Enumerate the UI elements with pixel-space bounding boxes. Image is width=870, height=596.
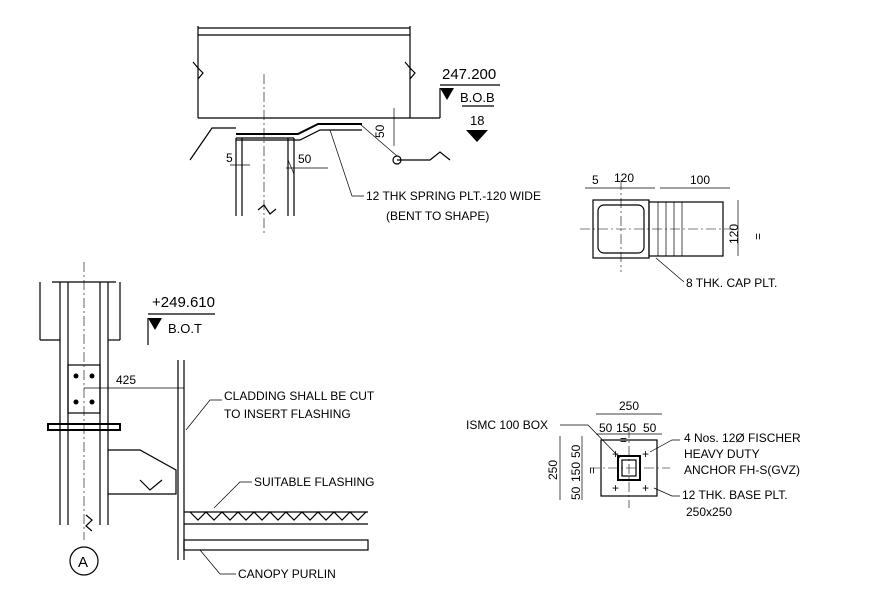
cap-dim-100: 100 (690, 173, 710, 187)
dim-50-right-text: 50 (373, 124, 387, 138)
anchor-4: + (642, 481, 649, 495)
grid-label: A (78, 554, 88, 571)
base-dim-50-b: 50 (643, 421, 657, 435)
level-label-bot: B.O.T (168, 321, 202, 336)
bolt-4 (89, 399, 95, 405)
box-note: ISMC 100 BOX (466, 418, 548, 432)
bolt-1 (73, 373, 79, 379)
cap-dim-120-side: 120 (727, 224, 741, 244)
cap-plate-note: 8 THK. CAP PLT. (686, 276, 777, 290)
plate-note-line2: 250x250 (686, 505, 732, 519)
anchor-2: + (642, 447, 649, 461)
level-triangle-bob (440, 88, 454, 100)
section-mark-number: 18 (470, 113, 484, 128)
level-value-bob: 247.200 (442, 66, 496, 83)
spring-plate-leader (329, 129, 364, 197)
anchor-leader (649, 439, 680, 453)
base-dim-50-c: 50 (569, 444, 583, 458)
canopy-purlin (183, 539, 369, 551)
plate-note-line1: 12 THK. BASE PLT. (682, 488, 788, 502)
canopy-sheet-profile (189, 511, 367, 521)
anchor-1: + (612, 447, 619, 461)
splice-plate (67, 364, 101, 414)
bolt-2 (89, 373, 95, 379)
cladding-leader (185, 399, 222, 431)
weld-arrow (359, 123, 398, 157)
bolt-3 (73, 399, 79, 405)
cladding-note-line1: CLADDING SHALL BE CUT (224, 389, 375, 403)
canopy-base-plate (47, 423, 121, 431)
level-triangle-bot (148, 318, 162, 330)
break-mark-right (404, 61, 416, 80)
flashing-leader (213, 481, 252, 509)
cladding-note-line2: TO INSERT FLASHING (224, 407, 351, 421)
base-dim-250-top: 250 (619, 399, 639, 413)
flashing-note: SUITABLE FLASHING (254, 475, 374, 489)
base-plate-detail: + + + + 250 50 150 50 = 250 50 150 50 = … (466, 399, 801, 519)
spring-plate (236, 123, 362, 135)
anchor-3: + (612, 481, 619, 495)
break-mark-left (192, 61, 204, 80)
purlin-leader (199, 549, 236, 575)
dim-425-text: 425 (116, 373, 136, 387)
cap-plate-detail: 5 120 100 120 = 8 THK. CAP PLT. (580, 171, 777, 290)
cap-dim-5: 5 (592, 173, 599, 187)
canopy-bracket (108, 449, 177, 495)
box-leader (560, 424, 621, 459)
spring-plate-note-line1: 12 THK SPRING PLT.-120 WIDE (366, 189, 541, 203)
spring-plate-lower (236, 129, 362, 141)
weld-leader (397, 151, 451, 161)
base-dim-50-a: 50 (599, 421, 613, 435)
dim-50-left-text: 50 (298, 152, 312, 166)
cap-equal-mark: = (751, 233, 765, 240)
column-break-mark (257, 204, 277, 215)
base-equal-top: = (620, 433, 627, 447)
bracket-lip (139, 479, 163, 491)
canopy-connection-detail: 425 +249.610 B.O.T CLADDING SHALL BE CUT… (39, 262, 375, 581)
plate-leader (653, 487, 680, 497)
level-value-bot: +249.610 (152, 294, 215, 311)
grid-bubble (69, 546, 99, 576)
dim-50-tick-1 (287, 159, 295, 175)
cap-plate-leader (655, 257, 685, 283)
beam-column-connection-detail: 5 50 50 247.200 B.O.B 18 12 THK SPRING P… (189, 26, 541, 235)
anchor-note-line3: ANCHOR FH-S(GVZ) (684, 463, 800, 477)
side-bracket (189, 127, 236, 161)
base-equal-side: = (585, 467, 599, 474)
dim-5-text: 5 (226, 151, 233, 165)
spring-plate-note-line2: (BENT TO SHAPE) (386, 209, 489, 223)
anchor-note-line2: HEAVY DUTY (684, 447, 760, 461)
cap-dim-120-top: 120 (614, 171, 634, 185)
level-label-bob: B.O.B (460, 90, 495, 105)
section-mark-triangle (466, 130, 488, 142)
purlin-note: CANOPY PURLIN (238, 567, 336, 581)
column-break (85, 514, 93, 532)
base-dim-150-top: 150 (616, 421, 636, 435)
anchor-note-line1: 4 Nos. 12Ø FISCHER (684, 431, 801, 445)
base-dim-50-d: 50 (569, 486, 583, 500)
base-dim-150-side: 150 (569, 462, 583, 482)
base-dim-250-side: 250 (546, 460, 560, 480)
